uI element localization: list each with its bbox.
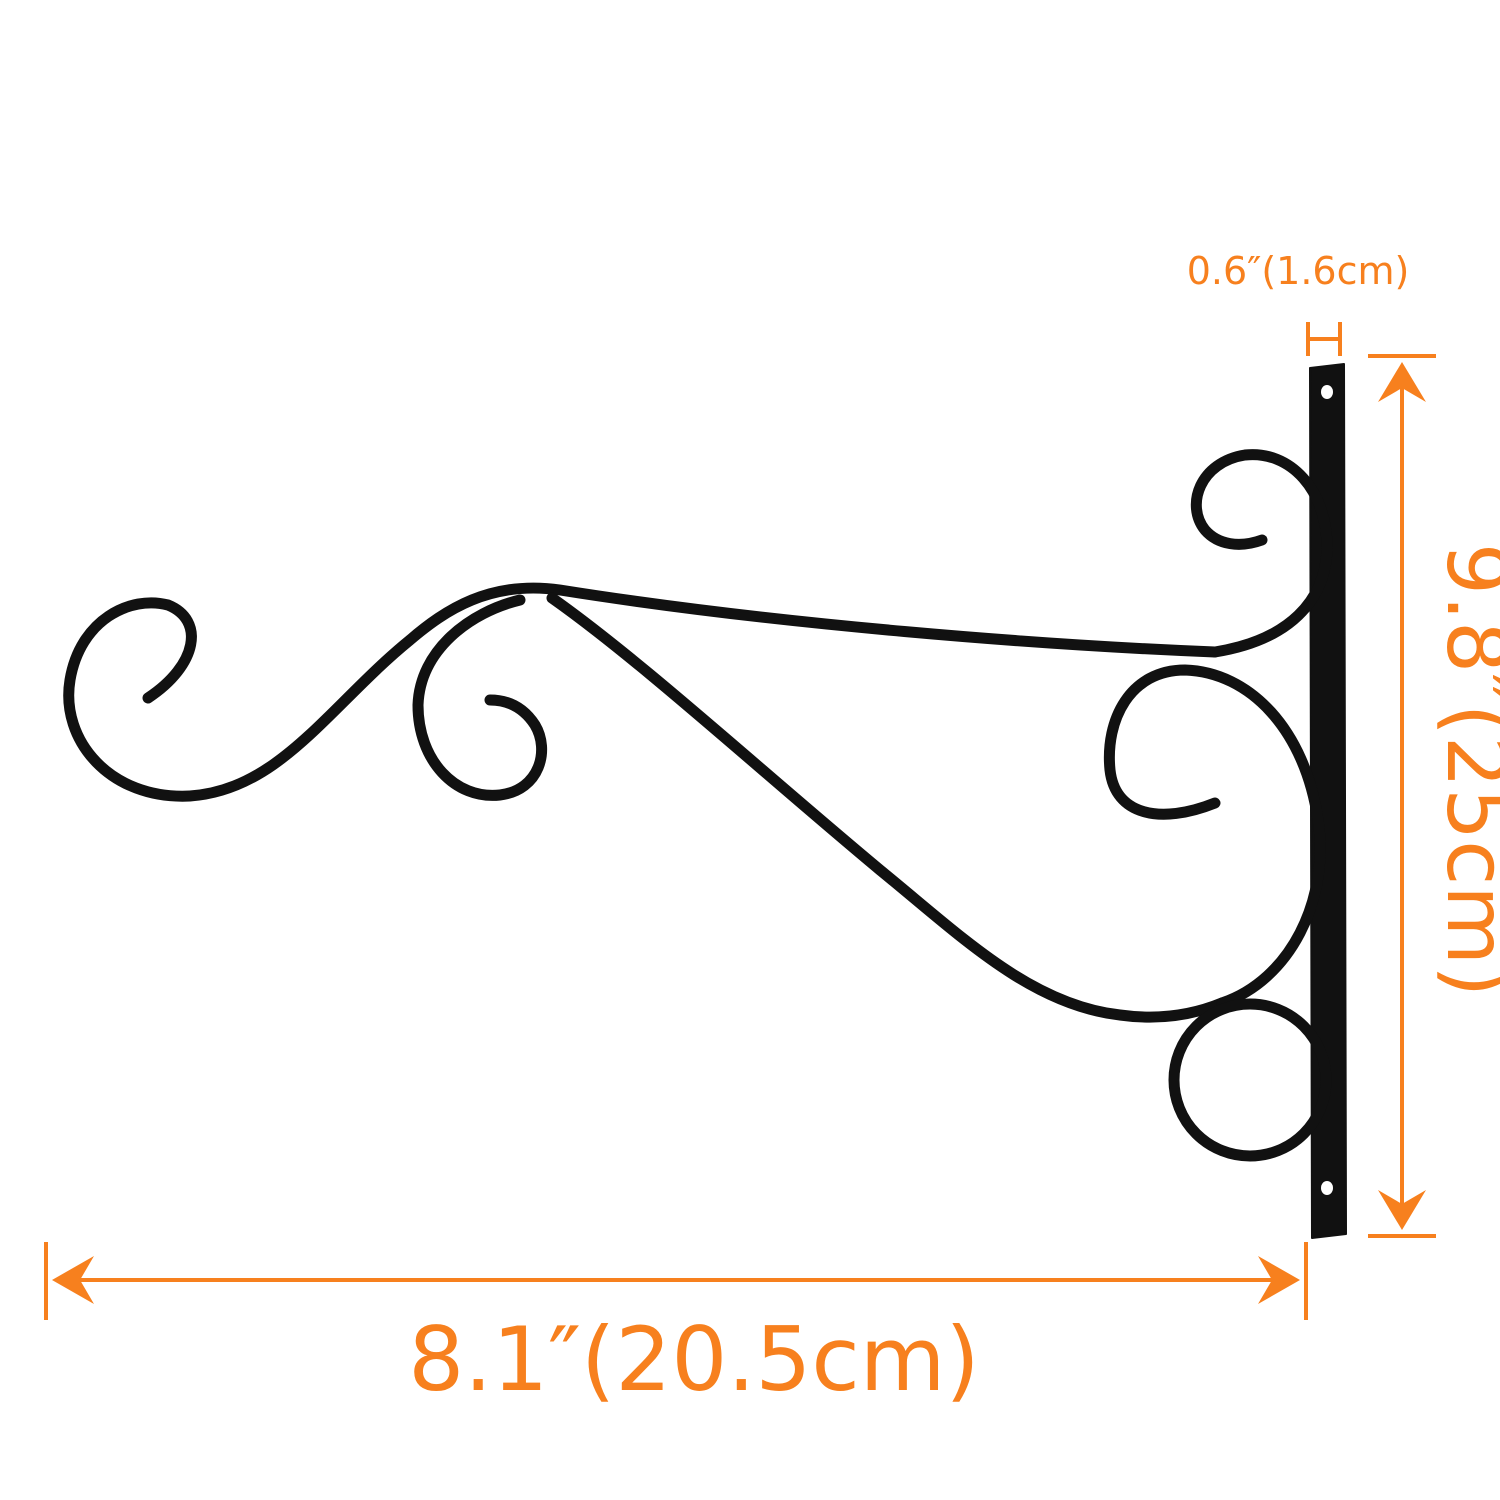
- arrowhead-right: [1258, 1256, 1300, 1304]
- middle-curl: [412, 594, 548, 801]
- arrowhead-up: [1378, 362, 1426, 402]
- bottom-ring: [1168, 998, 1332, 1162]
- screw-hole-top: [1321, 385, 1333, 399]
- arrowhead-down: [1378, 1190, 1426, 1230]
- large-curl: [1103, 664, 1326, 1009]
- hanging-plant-bracket-icon: [63, 363, 1347, 1239]
- length-label: 8.1″(20.5cm): [408, 1308, 980, 1411]
- top-curl: [1190, 449, 1333, 658]
- arrowhead-left: [52, 1256, 94, 1304]
- plate-thickness-label: 0.6″(1.6cm): [1187, 249, 1410, 293]
- top-arm: [63, 582, 1221, 802]
- screw-hole-bottom: [1321, 1181, 1333, 1195]
- height-dimension: [1368, 354, 1436, 1238]
- diagonal-support: [546, 592, 1228, 1023]
- thickness-marker: [1306, 322, 1342, 356]
- height-label: 9.8″(25cm): [1428, 543, 1500, 997]
- dimension-lines: [44, 322, 1436, 1320]
- length-dimension: [44, 1242, 1308, 1320]
